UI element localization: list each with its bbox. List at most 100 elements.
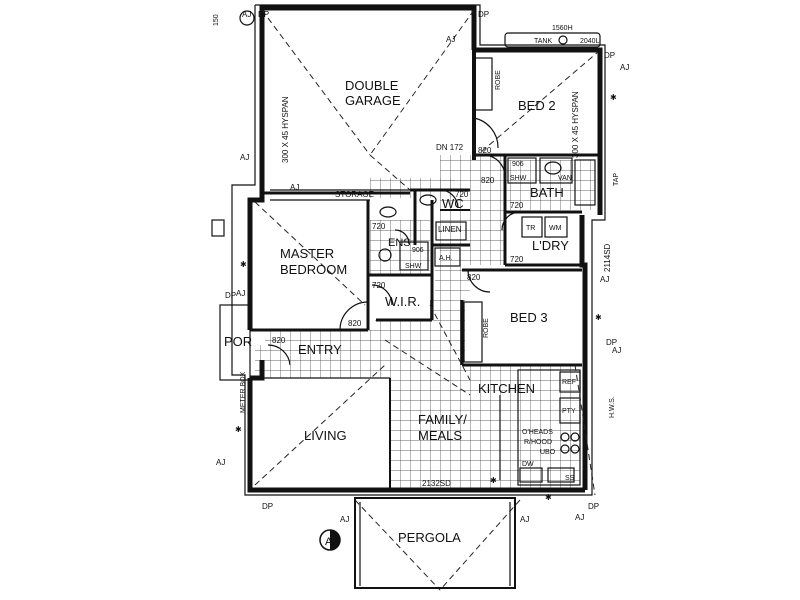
room-label-ens: ENS [388, 237, 411, 249]
room-label-linen: LINEN [438, 225, 462, 234]
room-label-wir: W.I.R. [385, 294, 420, 309]
aj-label: AJ [620, 63, 629, 72]
room-labels: DOUBLE GARAGE BED 2 BATH WC LINEN L'DRY … [224, 78, 569, 545]
dp-label: DP [262, 502, 273, 511]
hyspan-bed2-label: 300 X 45 HYSPAN [571, 91, 580, 158]
linen-cupboard [435, 221, 467, 241]
ens-wc-icon [378, 248, 392, 262]
fridge-space [559, 371, 581, 393]
room-label-ldry: L'DRY [532, 238, 569, 253]
water-tank [504, 32, 601, 48]
wc-pan-icon [419, 194, 437, 206]
dp-label: DP [606, 338, 617, 347]
bed3-robe [463, 301, 483, 363]
dishwasher [519, 467, 543, 483]
roof-outline [231, 4, 606, 496]
dp-label: DP [225, 291, 236, 300]
tank-length: 2040L [580, 38, 600, 45]
bath-shower [507, 157, 537, 184]
label-ss: SS [565, 475, 575, 482]
room-label-living: LIVING [304, 428, 347, 443]
aj-label: AJ [242, 10, 251, 19]
section-marker-label: A [325, 536, 333, 548]
door-820-entry: 820 [272, 336, 286, 345]
laundry-trough [521, 216, 543, 238]
star-marker-icon: ✱ [545, 493, 552, 502]
fixtures [211, 32, 601, 483]
kitchen-sink [547, 467, 575, 483]
room-label-bath: BATH [530, 185, 564, 200]
label-pty: PTY [562, 408, 576, 415]
roof-lines [254, 9, 599, 591]
pergola [354, 497, 516, 589]
aj-label: AJ [575, 513, 584, 522]
star-marker-icon: ✱ [240, 260, 247, 269]
room-label-storage: STORAGE [335, 190, 374, 199]
top-dimension: 150 [213, 14, 220, 26]
cooktop-burner [570, 432, 580, 442]
door-906-ens: 906 [412, 247, 424, 254]
aj-label: AJ [216, 458, 225, 467]
label-shw-bath: SHW [510, 175, 527, 182]
door-720-wir: 720 [372, 281, 386, 290]
label-meter-box: METER BOX [240, 371, 247, 413]
star-marker-icon: ✱ [490, 476, 497, 485]
marker-symbols: ✱ ✱ ✱ ✱ ✱ ✱ [235, 93, 617, 502]
room-label-family-2: MEALS [418, 428, 462, 443]
label-ah: A.H. [439, 255, 453, 262]
porch-outline [219, 304, 251, 381]
label-hws: H.W.S. [609, 396, 616, 418]
site-annotations: AJ DP DP AJ DP AJ AJ AJ DP AJ AJ DP AJ A… [216, 10, 629, 524]
room-label-family-1: FAMILY/ [418, 412, 467, 427]
robe-label-bed2: ROBE [495, 70, 502, 90]
label-tank: TANK [534, 38, 552, 45]
label-van: VAN [558, 175, 572, 182]
room-label-porch: POR [224, 334, 252, 349]
external-walls [247, 5, 603, 493]
tank-height: 1560H [552, 25, 573, 32]
aj-label: AJ [446, 35, 455, 44]
dp-label: DP [258, 10, 269, 19]
star-marker-icon: ✱ [235, 425, 242, 434]
label-rhood: R/HOOD [524, 439, 552, 446]
pantry [559, 397, 581, 424]
fixture-labels: ROBE ROBE SHW VAN TR WM A.H. SHW REF PTY… [240, 38, 620, 482]
label-ubo: UBO [540, 449, 556, 456]
cooktop-burner [560, 444, 570, 454]
tiled-floor [255, 155, 595, 490]
room-label-bed2: BED 2 [518, 98, 556, 113]
label-oheads: O'HEADS [522, 429, 553, 436]
door-820-master: 820 [348, 319, 362, 328]
room-label-wc: WC [442, 196, 464, 211]
ens-shower [399, 241, 429, 271]
room-label-kitchen: KITCHEN [478, 381, 535, 396]
room-label-master-1: MASTER [280, 246, 334, 261]
label-ref: REF [562, 379, 576, 386]
label-wm: WM [549, 225, 562, 232]
washing-machine [544, 216, 568, 238]
cooktop-burner [570, 444, 580, 454]
air-handler [434, 247, 461, 267]
aj-label: AJ [240, 153, 249, 162]
door-720-ldry: 720 [510, 255, 524, 264]
aj-label: AJ [236, 289, 245, 298]
room-label-entry: ENTRY [298, 342, 342, 357]
door-820-hall: 820 [481, 176, 495, 185]
robe-label-bed3: ROBE [483, 318, 490, 338]
room-label-double-garage-2: GARAGE [345, 93, 401, 108]
aj-label: AJ [612, 346, 621, 355]
ens-basin-icon [379, 206, 397, 218]
dn172-label: DN 172 [436, 143, 464, 152]
label-dw: DW [522, 461, 534, 468]
door-720-ens: 720 [372, 222, 386, 231]
meter-box-icon [211, 219, 225, 237]
internal-walls [250, 50, 600, 490]
room-label-pergola: PERGOLA [398, 530, 461, 545]
room-label-double-garage-1: DOUBLE [345, 78, 399, 93]
door-2114sd: 2114SD [603, 243, 612, 272]
door-2132sd: 2132SD [422, 479, 451, 488]
door-720-bath: 720 [510, 201, 524, 210]
door-820-bed2: 820 [478, 146, 492, 155]
door-720-wc: 720 [455, 190, 469, 199]
